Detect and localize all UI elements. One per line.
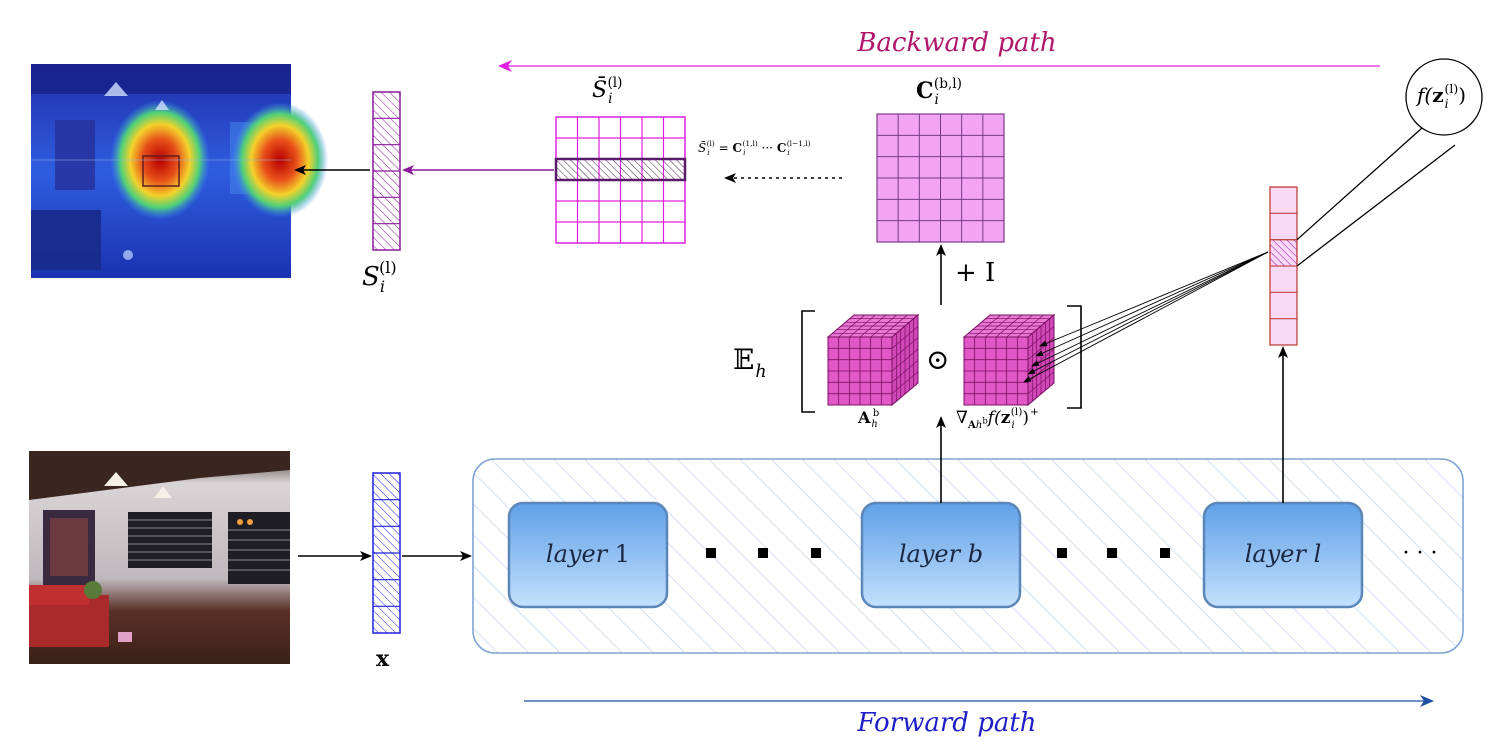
gradient-fan-arrows bbox=[1023, 251, 1269, 383]
input-image bbox=[29, 451, 290, 664]
plus-identity-label: + I bbox=[955, 258, 996, 288]
input-vector-x bbox=[372, 472, 401, 634]
x-label: x bbox=[376, 646, 390, 672]
layer-l-label: layer l bbox=[1245, 540, 1322, 568]
layer-b-label: layer b bbox=[899, 540, 983, 568]
layer-b-box[interactable]: layer b bbox=[860, 501, 1022, 609]
gradient-cube bbox=[962, 313, 1056, 407]
layer-1-label: layer 1 bbox=[546, 540, 630, 568]
activation-cube bbox=[826, 313, 920, 407]
layer-separator-dots bbox=[706, 548, 1170, 558]
saliency-vector-s bbox=[372, 91, 401, 251]
layer-l-box[interactable]: layer l bbox=[1202, 501, 1364, 609]
s-i-label: Si(l) bbox=[362, 257, 397, 297]
zoom-circle bbox=[1405, 58, 1483, 136]
zoom-lines bbox=[1296, 58, 1483, 267]
backward-path-label: Backward path bbox=[856, 28, 1056, 58]
expectation-label: 𝔼h bbox=[733, 343, 767, 382]
hadamard-operator: ⊙ bbox=[926, 343, 950, 376]
s-bar-label: S̄i(l) bbox=[592, 74, 623, 108]
activation-label: Ahb bbox=[858, 407, 880, 431]
c-matrix bbox=[876, 113, 1005, 243]
activation-vector-z bbox=[1269, 186, 1298, 346]
layer-1-box[interactable]: layer 1 bbox=[507, 501, 669, 609]
c-matrix-label: Ci(b,l) bbox=[916, 75, 962, 109]
heatmap-image bbox=[31, 64, 328, 278]
zoom-f-z-label: f(zi(l)) bbox=[1417, 80, 1466, 111]
gradient-label: ∇Ahbf(zi(l))+ bbox=[956, 406, 1039, 432]
s-bar-matrix bbox=[554, 116, 687, 244]
expectation-brackets bbox=[801, 305, 1082, 413]
propagation-equation: S̄i(l) = Ci(1,l) ··· Ci(l−1,l) bbox=[698, 139, 811, 158]
flow-arrows bbox=[294, 60, 1434, 707]
trailing-ellipsis: · · · bbox=[1403, 541, 1438, 566]
forward-path-label: Forward path bbox=[856, 708, 1036, 738]
